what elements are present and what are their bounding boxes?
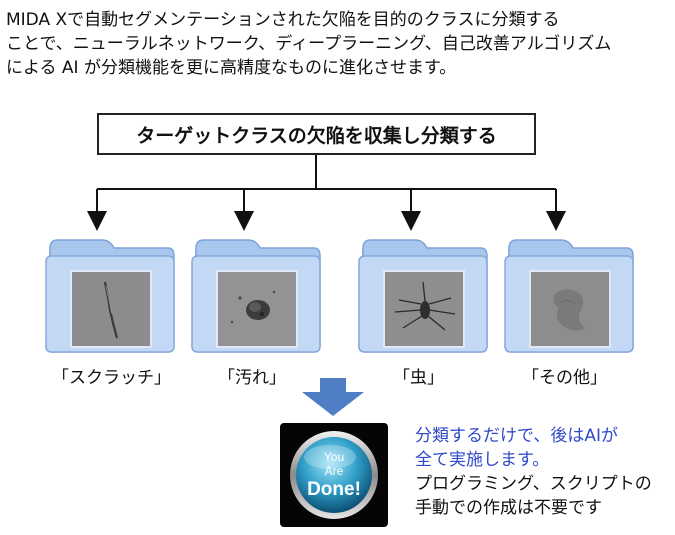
scratch-defect-thumbnail <box>72 272 150 346</box>
down-arrow-icon <box>302 378 364 416</box>
folder-scratch <box>44 228 176 354</box>
stain-defect-thumbnail <box>218 272 296 346</box>
folder-stain <box>190 228 322 354</box>
folder-other <box>503 228 635 354</box>
folder-bug <box>357 228 489 354</box>
note-line-4: 手動での作成は不要です <box>415 498 602 518</box>
note-line-1: 分類するだけで、後はAIが <box>415 426 618 446</box>
intro-text: MIDA Xで自動セグメンテーションされた欠陥を目的のクラスに分類する ことで、… <box>6 8 671 80</box>
badge-line-1: You <box>324 450 344 464</box>
you-are-done-badge: You Are Done! <box>280 423 388 527</box>
bug-defect-thumbnail <box>385 272 463 346</box>
note-line-3: プログラミング、スクリプトの <box>415 474 652 494</box>
label-stain: 「汚れ」 <box>218 368 286 388</box>
intro-line-2: ことで、ニューラルネットワーク、ディープラーニング、自己改善アルゴリズム <box>6 34 612 54</box>
label-bug: 「虫」 <box>393 368 444 388</box>
badge-line-3: Done! <box>307 479 361 500</box>
label-other: 「その他」 <box>522 368 607 388</box>
intro-line-3: による AI が分類機能を更に高精度なものに進化させます。 <box>6 58 457 78</box>
intro-line-1: MIDA Xで自動セグメンテーションされた欠陥を目的のクラスに分類する <box>6 10 560 30</box>
summary-note: 分類するだけで、後はAIが 全て実施します。 プログラミング、スクリプトの 手動… <box>415 424 652 520</box>
label-scratch: 「スクラッチ」 <box>52 368 171 388</box>
badge-line-2: Are <box>325 464 344 478</box>
title-box-label: ターゲットクラスの欠陥を収集し分類する <box>136 124 497 147</box>
other-defect-thumbnail <box>531 272 609 346</box>
collect-classify-box: ターゲットクラスの欠陥を収集し分類する <box>97 113 536 155</box>
note-line-2: 全て実施します。 <box>415 450 550 470</box>
